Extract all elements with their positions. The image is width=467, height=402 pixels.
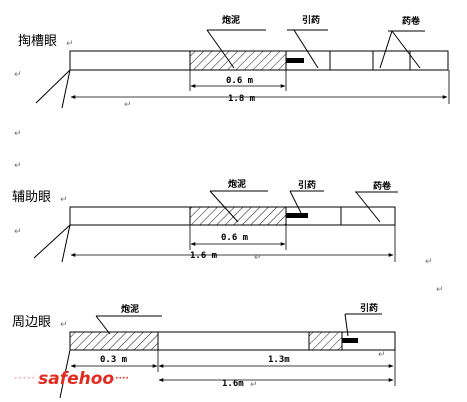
perimeter-hole-stemming [69, 331, 159, 351]
auxiliary-hole-primer-label: 引药 [298, 179, 316, 191]
auxiliary-hole-face-line [61, 224, 71, 263]
perimeter-hole-stemming-leader [95, 315, 111, 335]
perimeter-hole-face-line [59, 349, 71, 399]
paragraph-mark: ↵ [14, 227, 22, 237]
perimeter-hole-stemming-length: 0.3 m [100, 355, 128, 365]
cut-hole-primer [286, 58, 304, 63]
auxiliary-hole-stemming-leader [209, 190, 239, 223]
perimeter-hole-primer [342, 338, 358, 343]
cut-hole-stemming-leader [206, 29, 235, 69]
paragraph-mark: ↵ [250, 380, 258, 390]
paragraph-mark: ↵ [66, 39, 74, 49]
paragraph-mark: ↵ [436, 285, 444, 295]
watermark-dots: ····· [14, 374, 37, 384]
paragraph-mark: ↵ [60, 320, 68, 330]
cut-hole-title: 掏槽眼 [18, 33, 57, 49]
auxiliary-hole-total-length: 1.6 m [190, 251, 218, 261]
paragraph-mark: ↵ [14, 70, 22, 80]
auxiliary-hole-primer-leader [289, 190, 303, 216]
perimeter-hole-diagram: 周边眼 ↵ 炮泥 引药 0.3 m 1.3m ↵ 1.6m ↵ [12, 302, 396, 399]
paragraph-mark: ↵ [14, 161, 22, 171]
perimeter-hole-stemming-label: 炮泥 [121, 303, 139, 315]
paragraph-mark: ↵ [60, 195, 68, 205]
auxiliary-hole-cartridge-leader [355, 191, 381, 223]
cut-hole-stemming-length: 0.6 m [226, 76, 254, 86]
auxiliary-hole-stemming-length: 0.6 m [221, 233, 249, 243]
auxiliary-hole-stemming [189, 206, 287, 226]
site-watermark: ····· safe hoo ···· [14, 369, 129, 389]
cut-hole-stemming [189, 50, 287, 71]
perimeter-hole-end-stemming [308, 331, 343, 351]
watermark-part2: hoo [78, 369, 115, 389]
cut-hole-primer-leader [293, 29, 319, 69]
paragraph-mark: ↵ [254, 253, 262, 263]
auxiliary-hole-face-line [33, 224, 71, 259]
cut-hole-cartridge-label: 药卷 [402, 15, 421, 27]
cut-hole-cartridge-leader [379, 30, 393, 69]
auxiliary-hole-diagram: 辅助眼 ↵ ↵ 炮泥 引药 药卷 0.6 m 1.6 m ↵ ↵ [12, 178, 433, 267]
paragraph-mark: ↵ [378, 350, 386, 360]
auxiliary-hole-stemming-label: 炮泥 [228, 178, 246, 190]
auxiliary-hole-cartridge-label: 药卷 [373, 180, 392, 192]
auxiliary-hole-primer [286, 213, 308, 218]
perimeter-hole-title: 周边眼 [12, 315, 51, 330]
perimeter-hole-charge-length: 1.3m [268, 355, 290, 365]
cut-hole-cartridge-leader [391, 30, 421, 69]
paragraph-mark: ↵ [14, 129, 22, 139]
auxiliary-hole-title: 辅助眼 [12, 190, 51, 205]
cut-hole-primer-label: 引药 [302, 14, 320, 26]
watermark-part1: safe [38, 369, 79, 389]
perimeter-hole-total-length: 1.6m [222, 379, 244, 389]
paragraph-mark: ↵ [425, 257, 433, 267]
cut-hole-face-line [61, 69, 71, 109]
paragraph-mark: ↵ [124, 100, 132, 110]
perimeter-hole-primer-leader [344, 313, 349, 337]
watermark-tail: ···· [115, 374, 129, 384]
cut-hole-stemming-label: 炮泥 [222, 14, 240, 26]
cut-hole-total-length: 1.8 m [228, 94, 256, 104]
cut-hole-face-line [35, 69, 71, 104]
cut-hole-diagram: 掏槽眼 ↵ ↵ 炮泥 引药 药卷 0.6 m 1.8 m ↵ [14, 14, 450, 110]
perimeter-hole-primer-label: 引药 [360, 302, 378, 314]
